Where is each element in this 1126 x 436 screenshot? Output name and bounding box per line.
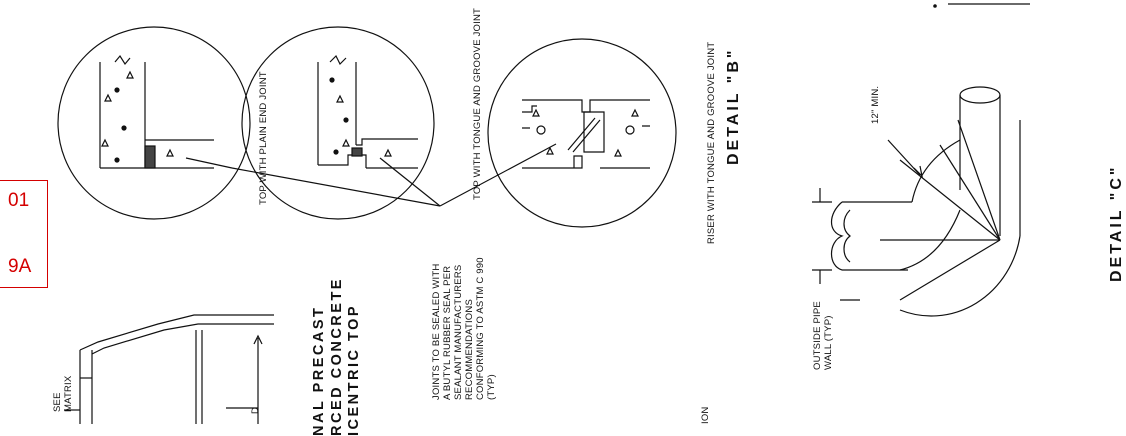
joint-note-line: JOINTS TO BE SEALED WITH xyxy=(431,263,442,400)
outside-pipe-note: OUTSIDE PIPE WALL (TYP) xyxy=(812,301,834,370)
joint-note-line: (TYP) xyxy=(486,374,497,400)
detail-circle-riser-tongue-groove xyxy=(487,38,677,228)
see-matrix-line: SEE xyxy=(52,392,63,412)
outside-pipe-line: OUTSIDE PIPE xyxy=(812,301,823,370)
plain-end-joint-label: TOP WITH PLAIN END JOINT xyxy=(258,71,269,205)
outside-pipe-line: WALL (TYP) xyxy=(823,315,834,370)
top-tongue-groove-label: TOP WITH TONGUE AND GROOVE JOINT xyxy=(472,7,483,200)
red-markup-line1: 01 xyxy=(8,190,30,211)
red-markup-box xyxy=(0,180,48,288)
detail-b-title: DETAIL "B" xyxy=(725,47,742,165)
joint-note-line: SEALANT MANUFACTURERS xyxy=(453,264,464,400)
joint-note-line: CONFORMING TO ASTM C 990 xyxy=(475,257,486,400)
detail-circle-plain-end-joint xyxy=(57,26,251,220)
section-title: NAL PRECAST RCED CONCRETE ICENTRIC TOP xyxy=(311,277,364,436)
joint-note-line: RECOMMENDATIONS xyxy=(464,299,475,400)
detail-circle-top-tongue-groove xyxy=(231,26,557,220)
detail-c-title: DETAIL "C" xyxy=(1108,164,1125,282)
joint-note-line: A BUTYL RUBBER SEAL PER xyxy=(442,265,453,400)
see-matrix-line: MATRIX xyxy=(63,375,74,412)
see-matrix-note: SEE MATRIX xyxy=(52,376,74,412)
section-title-line: RCED CONCRETE xyxy=(328,277,345,436)
section-sketch xyxy=(64,314,274,424)
section-title-line: NAL PRECAST xyxy=(311,305,327,436)
detail-drawing xyxy=(57,3,1030,424)
min-clearance-label: 12" MIN. xyxy=(870,85,881,124)
partial-dot xyxy=(933,4,937,8)
partial-word: ION xyxy=(700,406,711,425)
pipe-elbow-detail xyxy=(812,86,1021,317)
joint-seal-note: JOINTS TO BE SEALED WITH A BUTYL RUBBER … xyxy=(431,257,497,400)
riser-tongue-groove-label: RISER WITH TONGUE AND GROOVE JOINT xyxy=(706,41,717,244)
dimension-d-label: D xyxy=(250,406,261,414)
red-markup-line2: 9A xyxy=(8,256,32,277)
section-title-line: ICENTRIC TOP xyxy=(346,303,362,436)
